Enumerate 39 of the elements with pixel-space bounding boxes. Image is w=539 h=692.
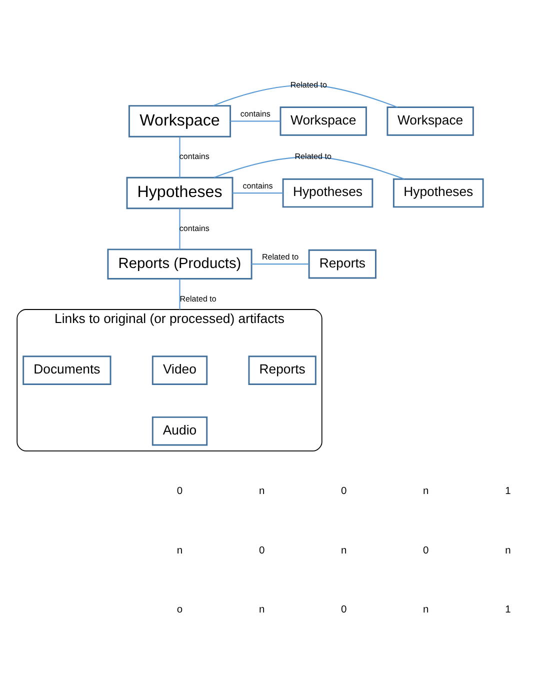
connector <box>179 208 180 249</box>
edge-label: Related to <box>262 252 299 262</box>
node-box: Workspace <box>386 106 474 136</box>
node-box: Hypotheses <box>126 176 234 209</box>
connector <box>179 278 180 309</box>
label: 0 <box>423 544 429 556</box>
label: n <box>176 544 183 556</box>
edge-label: contains <box>240 109 270 118</box>
node-box: Audio <box>152 416 208 446</box>
label: n <box>505 544 511 556</box>
node-box: Hypotheses <box>282 178 374 208</box>
connector <box>232 192 284 194</box>
edge-label: contains <box>242 180 273 190</box>
label: 0 <box>341 485 347 496</box>
edge-label: Related to <box>180 294 216 303</box>
connector <box>230 120 280 122</box>
label: n <box>258 485 265 496</box>
node-box: Video <box>152 355 208 384</box>
node-box: Workspace <box>280 106 367 136</box>
label: o <box>176 604 183 616</box>
node-box: Workspace <box>128 104 232 137</box>
node-box: Reports <box>248 355 316 384</box>
label: n <box>423 485 429 496</box>
label: 0 <box>341 604 347 616</box>
connector <box>179 136 180 178</box>
label: n <box>258 604 265 616</box>
node-box: Reports <box>308 248 376 278</box>
label: 1 <box>505 604 511 616</box>
label: n <box>423 604 429 616</box>
label: n <box>341 544 347 556</box>
label: 0 <box>258 544 265 556</box>
connector <box>252 263 309 264</box>
node-box: Reports (Products) <box>107 248 252 279</box>
label: 0 <box>176 485 183 496</box>
node-box: Documents <box>22 355 112 384</box>
connector <box>214 156 405 180</box>
label: 1 <box>505 485 511 496</box>
node-box: Hypotheses <box>392 178 484 208</box>
connector <box>212 84 398 108</box>
